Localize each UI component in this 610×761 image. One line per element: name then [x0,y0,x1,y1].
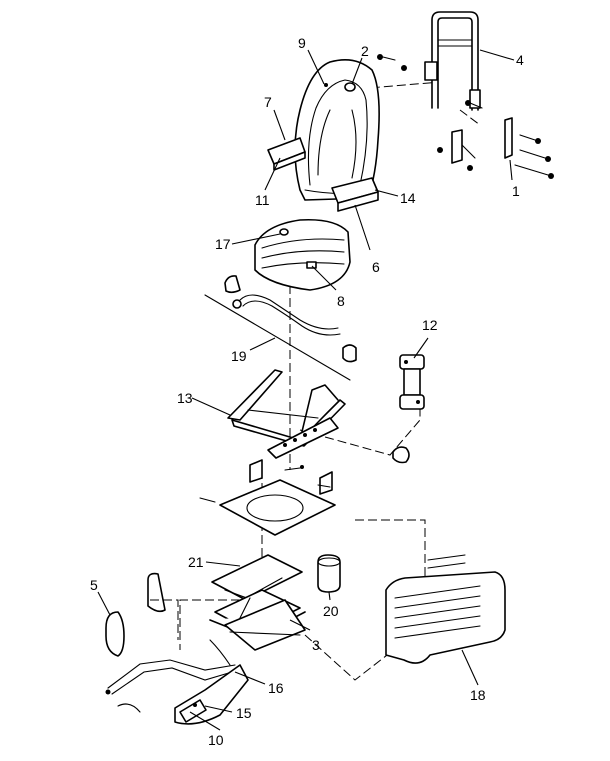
callout-8: 8 [337,293,345,309]
part-1-brackets [437,117,554,179]
part-19-rod-assembly [204,275,357,381]
callout-12: 12 [422,317,438,333]
callout-13: 13 [177,390,193,406]
callout-21: 21 [188,554,204,570]
callout-20: 20 [323,603,339,619]
callout-9: 9 [298,35,306,51]
callout-6: 6 [372,259,380,275]
part-4-hardware [377,54,483,109]
callout-2: 2 [361,43,369,59]
callout-18: 18 [470,687,486,703]
part-3-base [224,599,306,651]
callout-3: 3 [312,637,320,653]
adjust-knob [392,446,410,464]
part-5-cover [105,572,179,657]
part-13-slide-frame [227,369,346,459]
callout-15: 15 [236,705,252,721]
callout-19: 19 [231,348,247,364]
callout-labels: 1 2 3 4 5 6 7 8 9 10 11 12 13 14 15 16 1… [90,35,524,748]
leader-lines [97,49,515,731]
part-4-back-frame [424,11,481,111]
mounting-plate [199,459,336,536]
callout-11: 11 [255,192,270,208]
seat-back [267,59,380,212]
callout-10: 10 [208,732,224,748]
part-12-shock-absorber [399,354,425,410]
part-20-canister [317,554,341,593]
callout-14: 14 [400,190,416,206]
callout-7: 7 [264,94,272,110]
callout-17: 17 [215,236,231,252]
seat-cushion [254,218,351,291]
callout-5: 5 [90,577,98,593]
callout-16: 16 [268,680,284,696]
callout-1: 1 [512,183,520,199]
callout-4: 4 [516,52,524,68]
part-18-storage-box [385,554,506,664]
